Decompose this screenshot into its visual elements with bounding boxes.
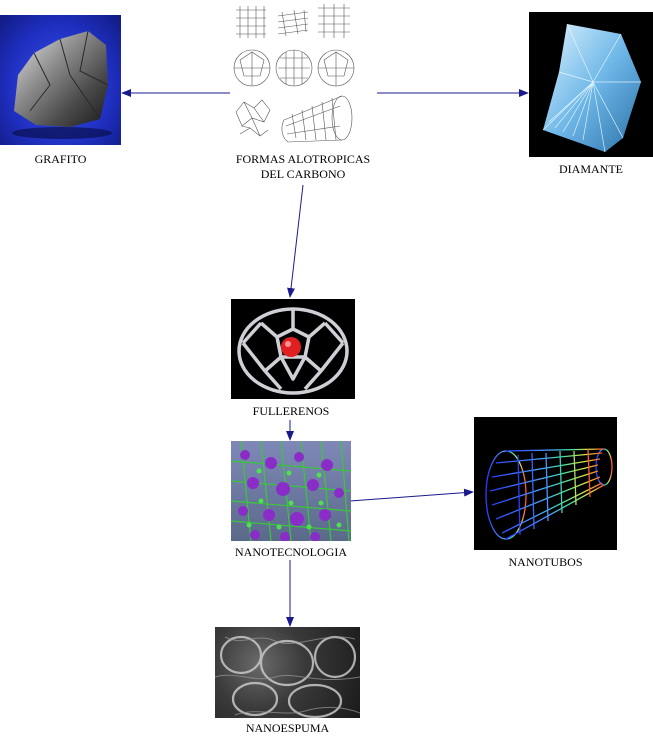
nanotecnologia-image [231, 441, 351, 541]
center-label-line1: FORMAS ALOTROPICAS [235, 152, 371, 166]
nanoespuma-label: NANOESPUMA [245, 721, 330, 735]
nanotubos-image [474, 417, 617, 550]
edge-center-fullerenos [287, 184, 304, 298]
carbon-allotropes-image [230, 2, 358, 150]
fullerenos-label: FULLERENOS [252, 404, 330, 418]
edge-nanotecnologia-nanotubos [349, 488, 474, 502]
nanotecnologia-label: NANOTECNOLOGIA [235, 545, 347, 559]
center-label-line2: DEL CARBONO [260, 167, 346, 181]
fullerenos-image [231, 299, 355, 399]
diamante-image [529, 12, 653, 157]
grafito-label: GRAFITO [34, 152, 87, 166]
center-label: FORMAS ALOTROPICAS DEL CARBONO [228, 152, 378, 182]
nanotubos-label: NANOTUBOS [508, 555, 583, 569]
grafito-image [0, 15, 121, 145]
nanoespuma-image [215, 627, 360, 718]
diamante-label: DIAMANTE [559, 162, 623, 176]
